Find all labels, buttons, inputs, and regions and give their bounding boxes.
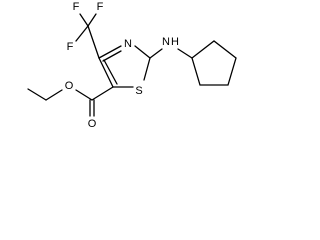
bond-ester-o-to-ch2 <box>45 89 63 101</box>
atom-o-carbonyl: O <box>88 118 97 130</box>
bond-carbonyl-c-to-ester-o <box>75 89 93 101</box>
atom-f-left: F <box>67 41 74 53</box>
bond-c5-c4-double-inner <box>103 59 118 85</box>
atom-nh-n: N <box>162 36 170 48</box>
bond-cf3-c-to-f-left <box>75 25 89 42</box>
bond-ch2-to-ch3 <box>27 88 47 101</box>
atom-s-ring: S <box>135 85 142 97</box>
bond-ring-c4-to-cf3-c <box>87 25 100 59</box>
bond-c2-to-nh <box>149 48 163 59</box>
atom-f-top-left: F <box>73 1 80 13</box>
bond-c2-s1 <box>143 57 151 81</box>
thiazole-ring: N S <box>98 38 151 97</box>
trifluoromethyl-group: F F F <box>67 1 104 59</box>
bond-c4-n3-double-inner <box>102 50 122 62</box>
atom-n-ring: N <box>124 38 132 50</box>
bond-nh-to-cyclopentyl <box>177 48 193 59</box>
atom-o-ester: O <box>65 80 74 92</box>
atom-nh-h: H <box>171 36 179 48</box>
bond-n3-c2 <box>134 45 151 59</box>
bond-c4-n3-double <box>98 45 122 59</box>
ethyl-ester-group: O O <box>27 80 114 130</box>
bond-c5-to-carbonyl-c <box>91 86 114 101</box>
bond-cf3-c-to-f-top-right <box>87 13 97 27</box>
atom-f-top-right: F <box>97 1 104 13</box>
bond-c5-c4-double <box>98 57 114 88</box>
cyclopentane-ring <box>191 40 237 86</box>
molecule-structure: F F F N S N H O O <box>27 1 237 130</box>
cyclopentylamino-group: N H <box>149 36 237 86</box>
bond-cf3-c-to-f-top-left <box>79 13 89 27</box>
